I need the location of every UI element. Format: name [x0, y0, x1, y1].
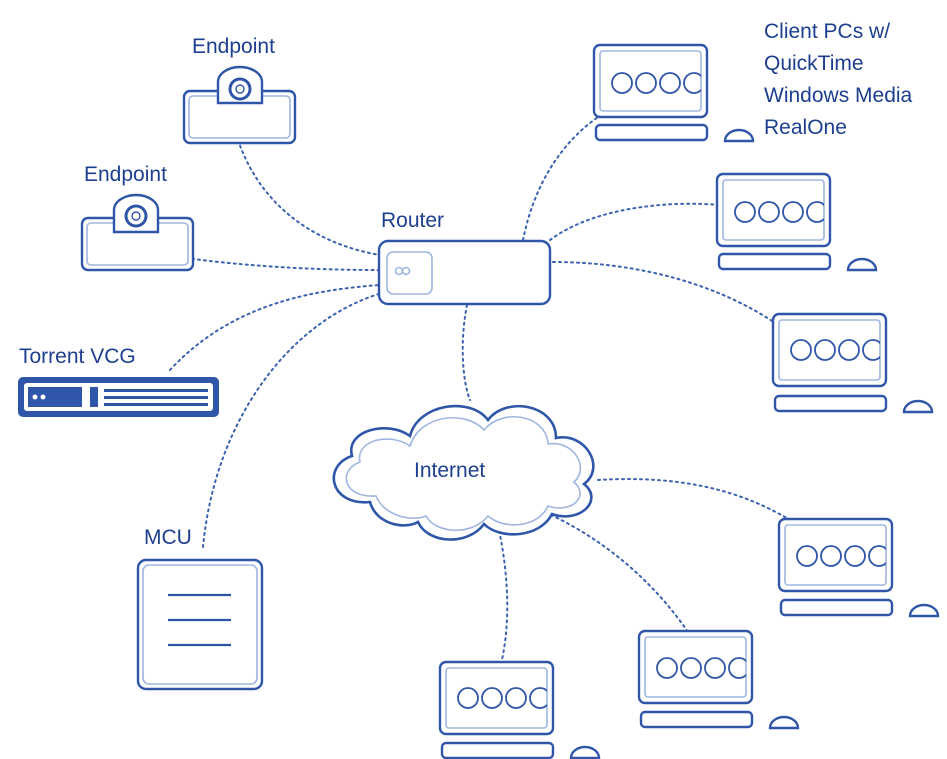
link-router-client2 — [549, 202, 721, 241]
legend-line-4: RealOne — [764, 116, 847, 139]
link-internet-client5 — [539, 509, 691, 636]
link-mcu-router — [202, 292, 383, 548]
legend-line-1: Client PCs w/ — [764, 20, 891, 43]
endpoint-top-icon — [182, 65, 297, 145]
mcu-server-icon — [136, 558, 264, 691]
client-pc-1 — [592, 43, 755, 143]
link-internet-client6 — [497, 524, 509, 669]
link-router-client1 — [522, 116, 599, 241]
link-endpoint-left-router — [185, 257, 381, 271]
legend-line-3: Windows Media — [764, 84, 913, 107]
internet-label: Internet — [414, 459, 486, 482]
router-icon — [377, 239, 552, 306]
connection-links — [169, 116, 791, 669]
client-pc-6 — [438, 660, 601, 759]
legend-line-2: QuickTime — [764, 52, 864, 75]
link-endpoint-top-router — [237, 139, 381, 256]
client-pcs-legend: Client PCs w/ QuickTime Windows Media Re… — [764, 16, 912, 144]
mcu-label: MCU — [144, 526, 192, 549]
endpoint-left-icon — [80, 193, 195, 272]
vcg-rack-icon — [18, 377, 219, 417]
link-vcg-router — [169, 284, 381, 371]
client-pc-5 — [637, 629, 800, 730]
vcg-label: Torrent VCG — [19, 345, 136, 368]
internet-cloud-icon — [332, 404, 595, 541]
link-router-internet — [461, 304, 471, 401]
client-pc-2 — [715, 172, 878, 272]
router-label: Router — [381, 209, 445, 232]
client-pc-4 — [777, 517, 940, 618]
endpoint-top-label: Endpoint — [192, 35, 275, 58]
endpoint-left-label: Endpoint — [84, 163, 167, 186]
link-router-client3 — [552, 261, 779, 326]
client-pc-3 — [771, 312, 934, 414]
link-internet-client4 — [597, 478, 791, 521]
